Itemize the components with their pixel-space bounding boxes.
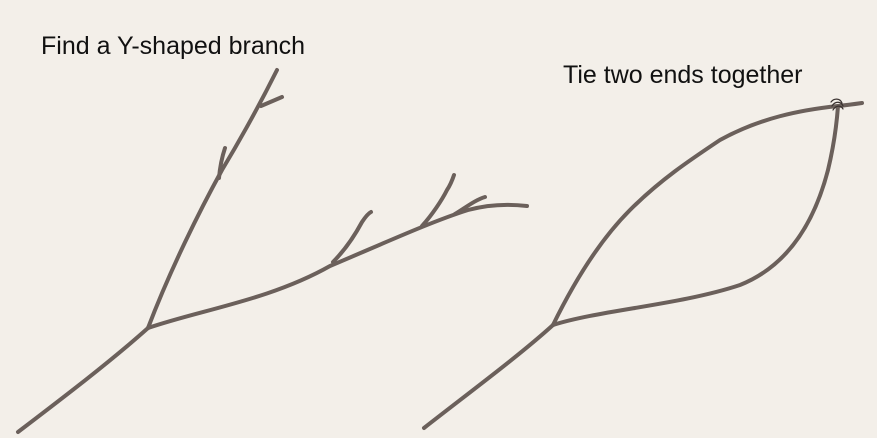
tied-arm-upper — [551, 101, 864, 327]
knot-icon — [830, 98, 844, 111]
y-branch — [16, 68, 529, 434]
twig-upper-right — [259, 95, 284, 108]
twig-lower-3 — [453, 195, 487, 216]
branch-arm-upper — [146, 68, 279, 330]
knot-loop-2 — [831, 101, 844, 107]
caption-find-branch: Find a Y-shaped branch — [41, 32, 306, 60]
branch-arm-lower — [146, 202, 529, 330]
twig-lower-1 — [331, 210, 373, 264]
twig-lower-2 — [420, 173, 456, 228]
tied-branch — [422, 98, 864, 430]
branch-stem — [16, 326, 150, 434]
tied-stem — [422, 323, 555, 430]
caption-tie-ends: Tie two ends together — [563, 61, 803, 89]
knot-loop-3 — [832, 105, 844, 111]
knot-loop-1 — [830, 98, 843, 104]
twig-upper-left — [217, 146, 227, 180]
tied-arm-lower — [551, 104, 840, 327]
